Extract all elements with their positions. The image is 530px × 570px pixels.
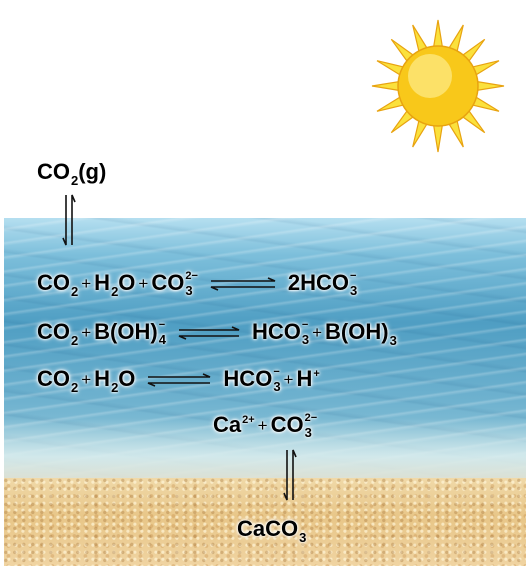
- plus-sign: +: [283, 369, 294, 389]
- charge-scripts: −3: [301, 319, 310, 347]
- sun-ray: [432, 123, 444, 153]
- sand-seabed: [4, 478, 526, 566]
- charge: 2−: [185, 270, 198, 282]
- charge: 2+: [242, 413, 255, 426]
- subscript: 4: [158, 332, 166, 347]
- calcium-ion: Ca: [213, 411, 242, 437]
- co2-gas-label: CO2(g): [37, 159, 107, 188]
- subscript: 2: [71, 379, 79, 395]
- charge: 2−: [304, 412, 318, 424]
- charge: +: [313, 367, 320, 380]
- bicarbonate-formula: 2HCO: [287, 269, 350, 295]
- charge: −: [158, 319, 166, 331]
- subscript: 3: [350, 283, 358, 298]
- subscript: 3: [304, 425, 312, 440]
- charge-scripts: −3: [350, 270, 358, 298]
- air-sea-equilibrium-arrow: [62, 193, 76, 247]
- charge-scripts: −3: [273, 366, 281, 394]
- water-o: O: [118, 269, 136, 295]
- carbonate-formula: CO: [151, 269, 185, 295]
- sun-ray: [432, 19, 444, 49]
- subscript: 2: [111, 379, 119, 395]
- boric-acid-formula: B(OH): [325, 318, 389, 344]
- carbonate-formula: CO: [270, 411, 304, 437]
- plus-sign: +: [257, 415, 268, 435]
- borate-formula: B(OH): [94, 318, 158, 344]
- subscript: 3: [185, 283, 193, 298]
- plus-sign: +: [312, 322, 323, 342]
- water-h: H: [94, 269, 111, 295]
- co2-formula: CO: [37, 269, 70, 295]
- charge: −: [350, 270, 357, 282]
- equilibrium-arrow: [147, 373, 211, 387]
- plus-sign: +: [138, 273, 149, 293]
- charge-scripts: 2−3: [185, 270, 198, 298]
- co2-formula: CO: [37, 318, 70, 344]
- plus-sign: +: [81, 322, 92, 342]
- calcium-carbonate-label: CaCO3: [237, 516, 306, 545]
- subscript: 2: [71, 332, 79, 348]
- water-o: O: [118, 365, 136, 391]
- co2-formula: CO: [37, 365, 70, 391]
- charge: −: [301, 319, 309, 331]
- charge-scripts: −4: [158, 319, 166, 347]
- surf-foam: [4, 418, 526, 488]
- subscript: 3: [301, 332, 310, 347]
- subscript: 2: [71, 283, 79, 299]
- sun-ray: [475, 80, 505, 92]
- subscript: 3: [389, 332, 397, 348]
- bicarbonate-formula: HCO: [251, 318, 301, 344]
- gas-phase-label: (g): [78, 159, 107, 184]
- sun-ray: [371, 80, 401, 92]
- charge: −: [273, 366, 280, 378]
- sun-highlight: [408, 54, 452, 98]
- sun-icon: [371, 19, 505, 153]
- bicarbonate-formula: HCO: [223, 365, 273, 391]
- precipitation-equilibrium-arrow: [283, 448, 297, 502]
- plus-sign: +: [81, 369, 92, 389]
- water-h: H: [94, 365, 111, 391]
- equilibrium-arrow: [210, 277, 276, 291]
- charge-scripts: 2−3: [304, 412, 318, 440]
- subscript: 3: [299, 530, 307, 545]
- subscript: 3: [273, 379, 281, 394]
- hydrogen-ion: H: [296, 365, 313, 391]
- calcium-carbonate-formula: CaCO: [237, 516, 299, 541]
- subscript: 2: [111, 283, 119, 299]
- equilibrium-arrow: [178, 326, 240, 340]
- plus-sign: +: [81, 273, 92, 293]
- co2-subscript: 2: [71, 173, 79, 188]
- co2-formula: CO: [37, 159, 70, 184]
